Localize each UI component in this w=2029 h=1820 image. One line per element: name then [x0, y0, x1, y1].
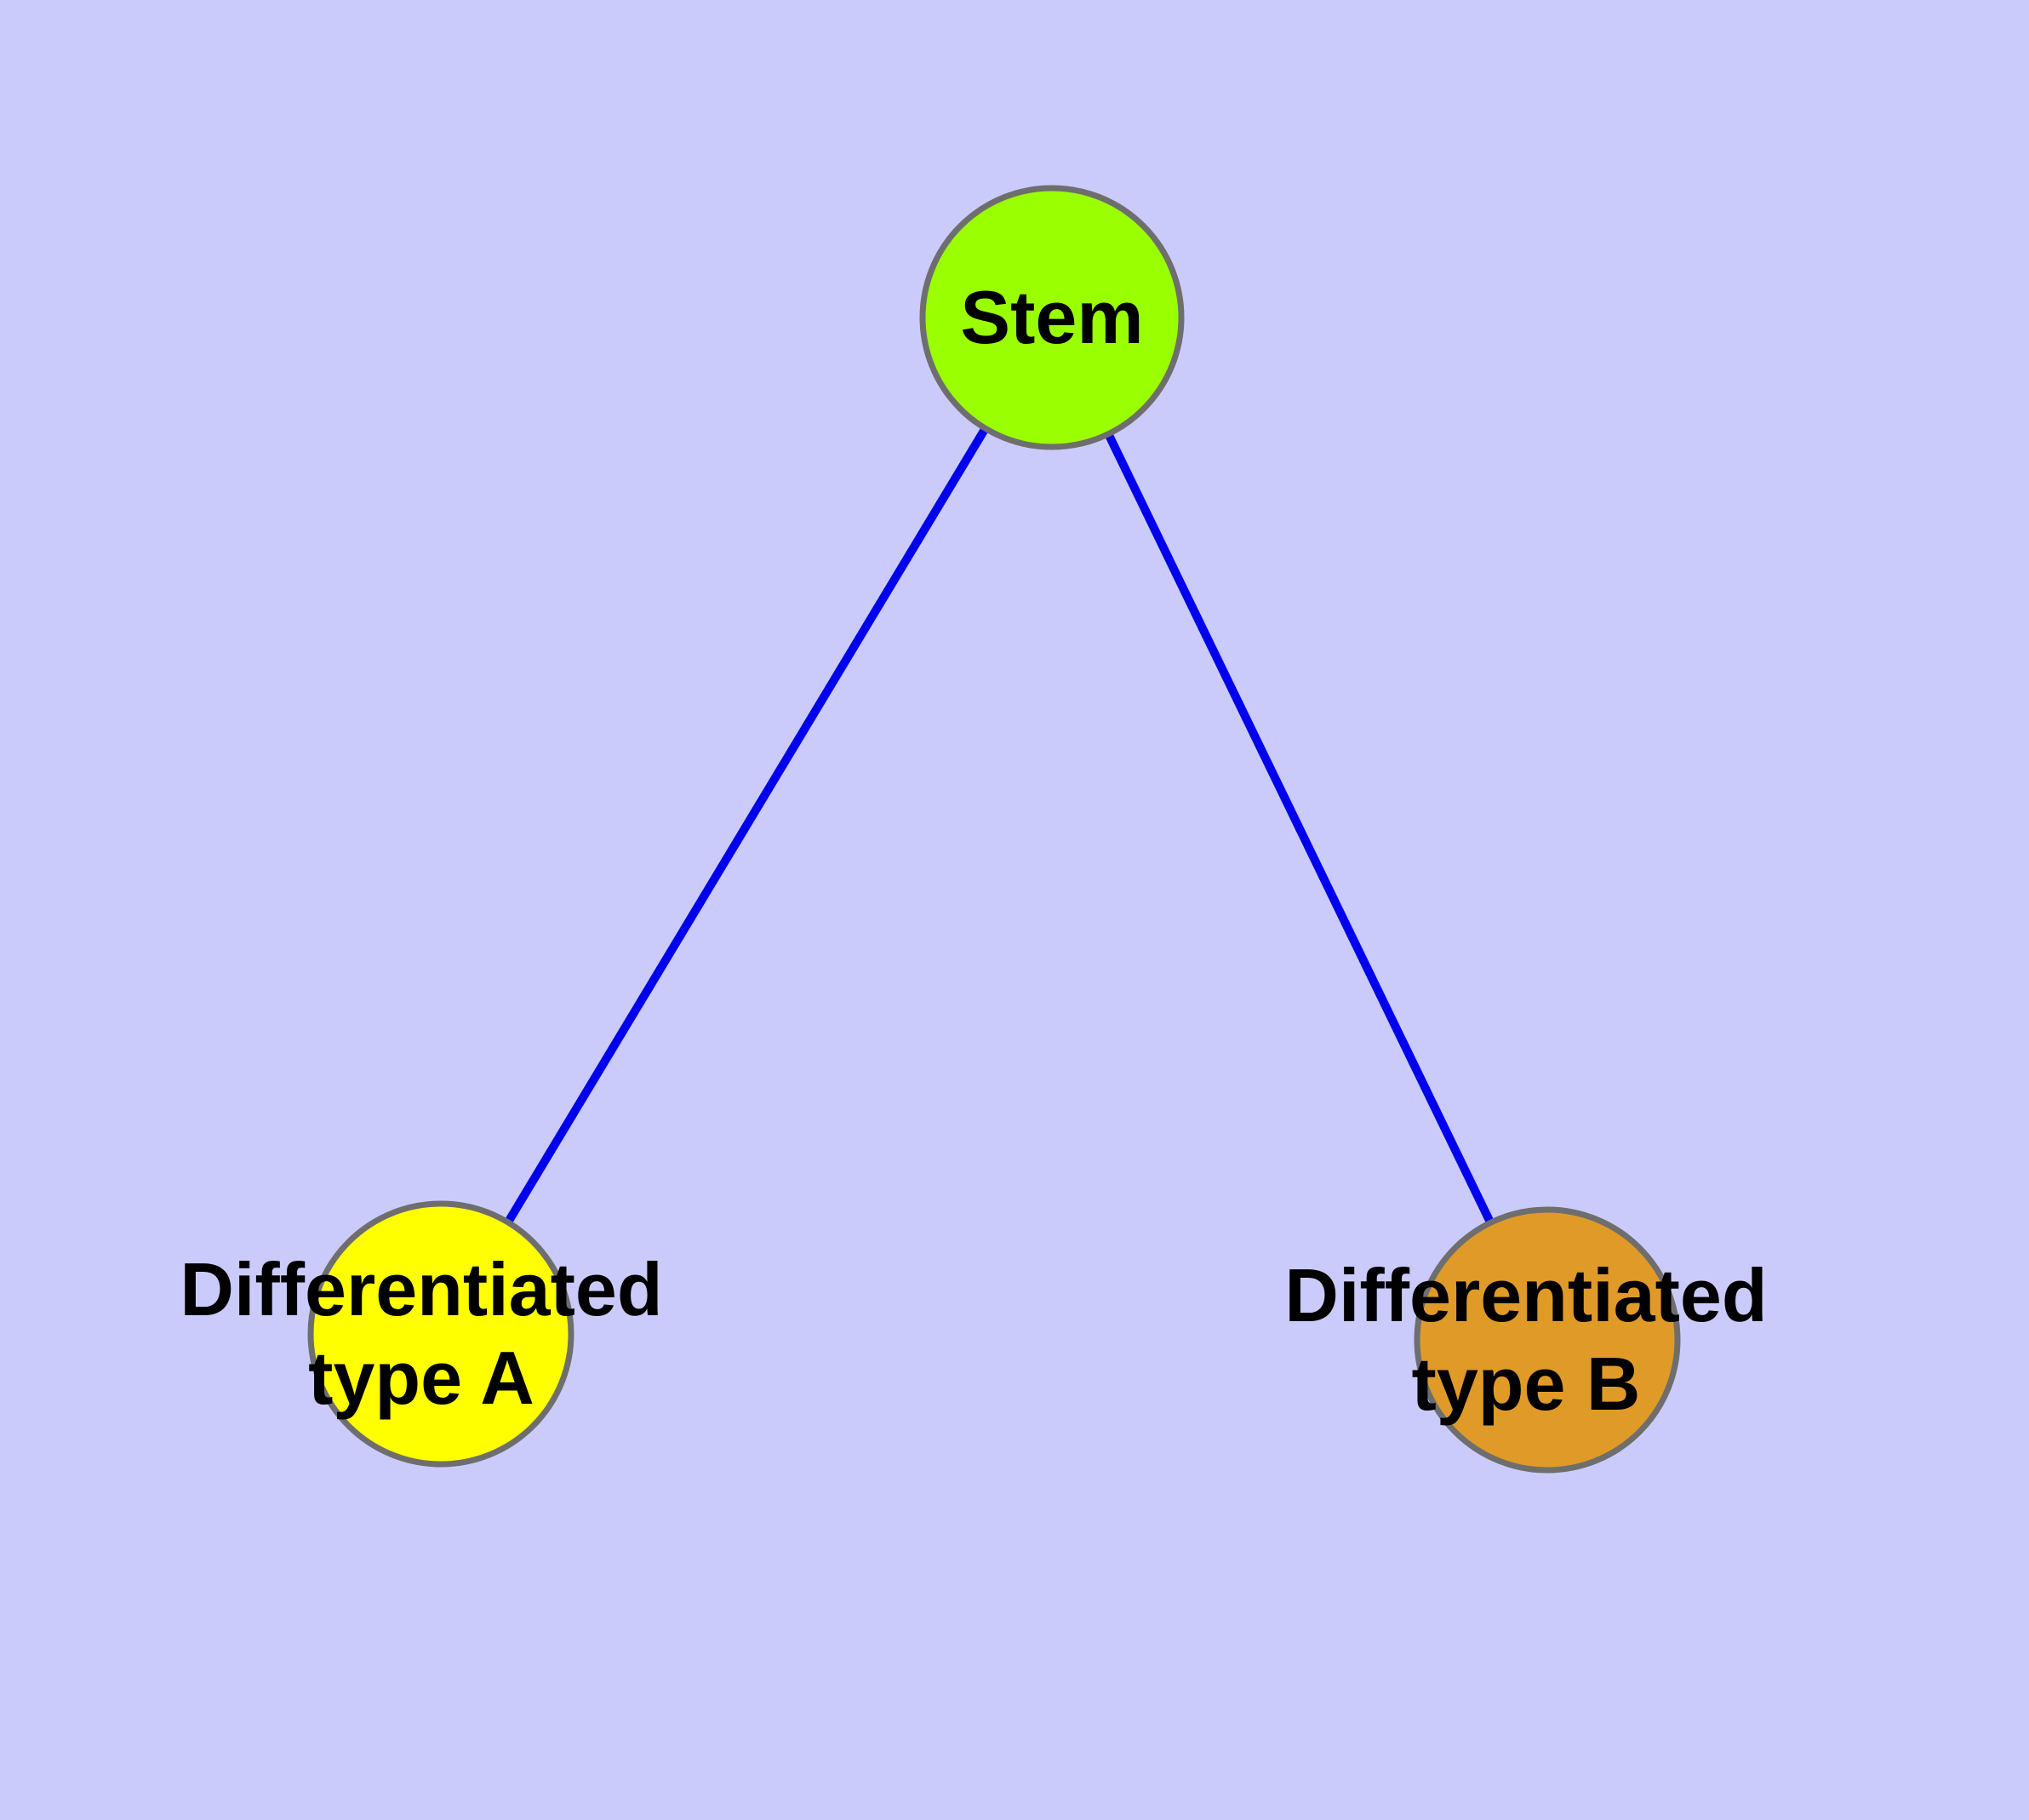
node-label-line: type A: [308, 1336, 534, 1420]
edge-stem-to-differentiated-a[interactable]: [437, 315, 1056, 1336]
edge-layer: [437, 315, 1552, 1342]
node-differentiated-a-circle[interactable]: [307, 1200, 574, 1468]
node-label-line: Differentiated: [180, 1247, 662, 1331]
node-label-line: type B: [1412, 1342, 1641, 1426]
node-differentiated-b-circle[interactable]: [1414, 1206, 1681, 1474]
node-label-line: Stem: [960, 275, 1143, 359]
node-stem-label: Stem: [960, 275, 1143, 359]
edge-stem-to-differentiated-b[interactable]: [1048, 315, 1552, 1342]
node-stem-circle[interactable]: [919, 185, 1185, 450]
node-layer: [307, 185, 1681, 1474]
node-label-line: Differentiated: [1284, 1253, 1767, 1337]
